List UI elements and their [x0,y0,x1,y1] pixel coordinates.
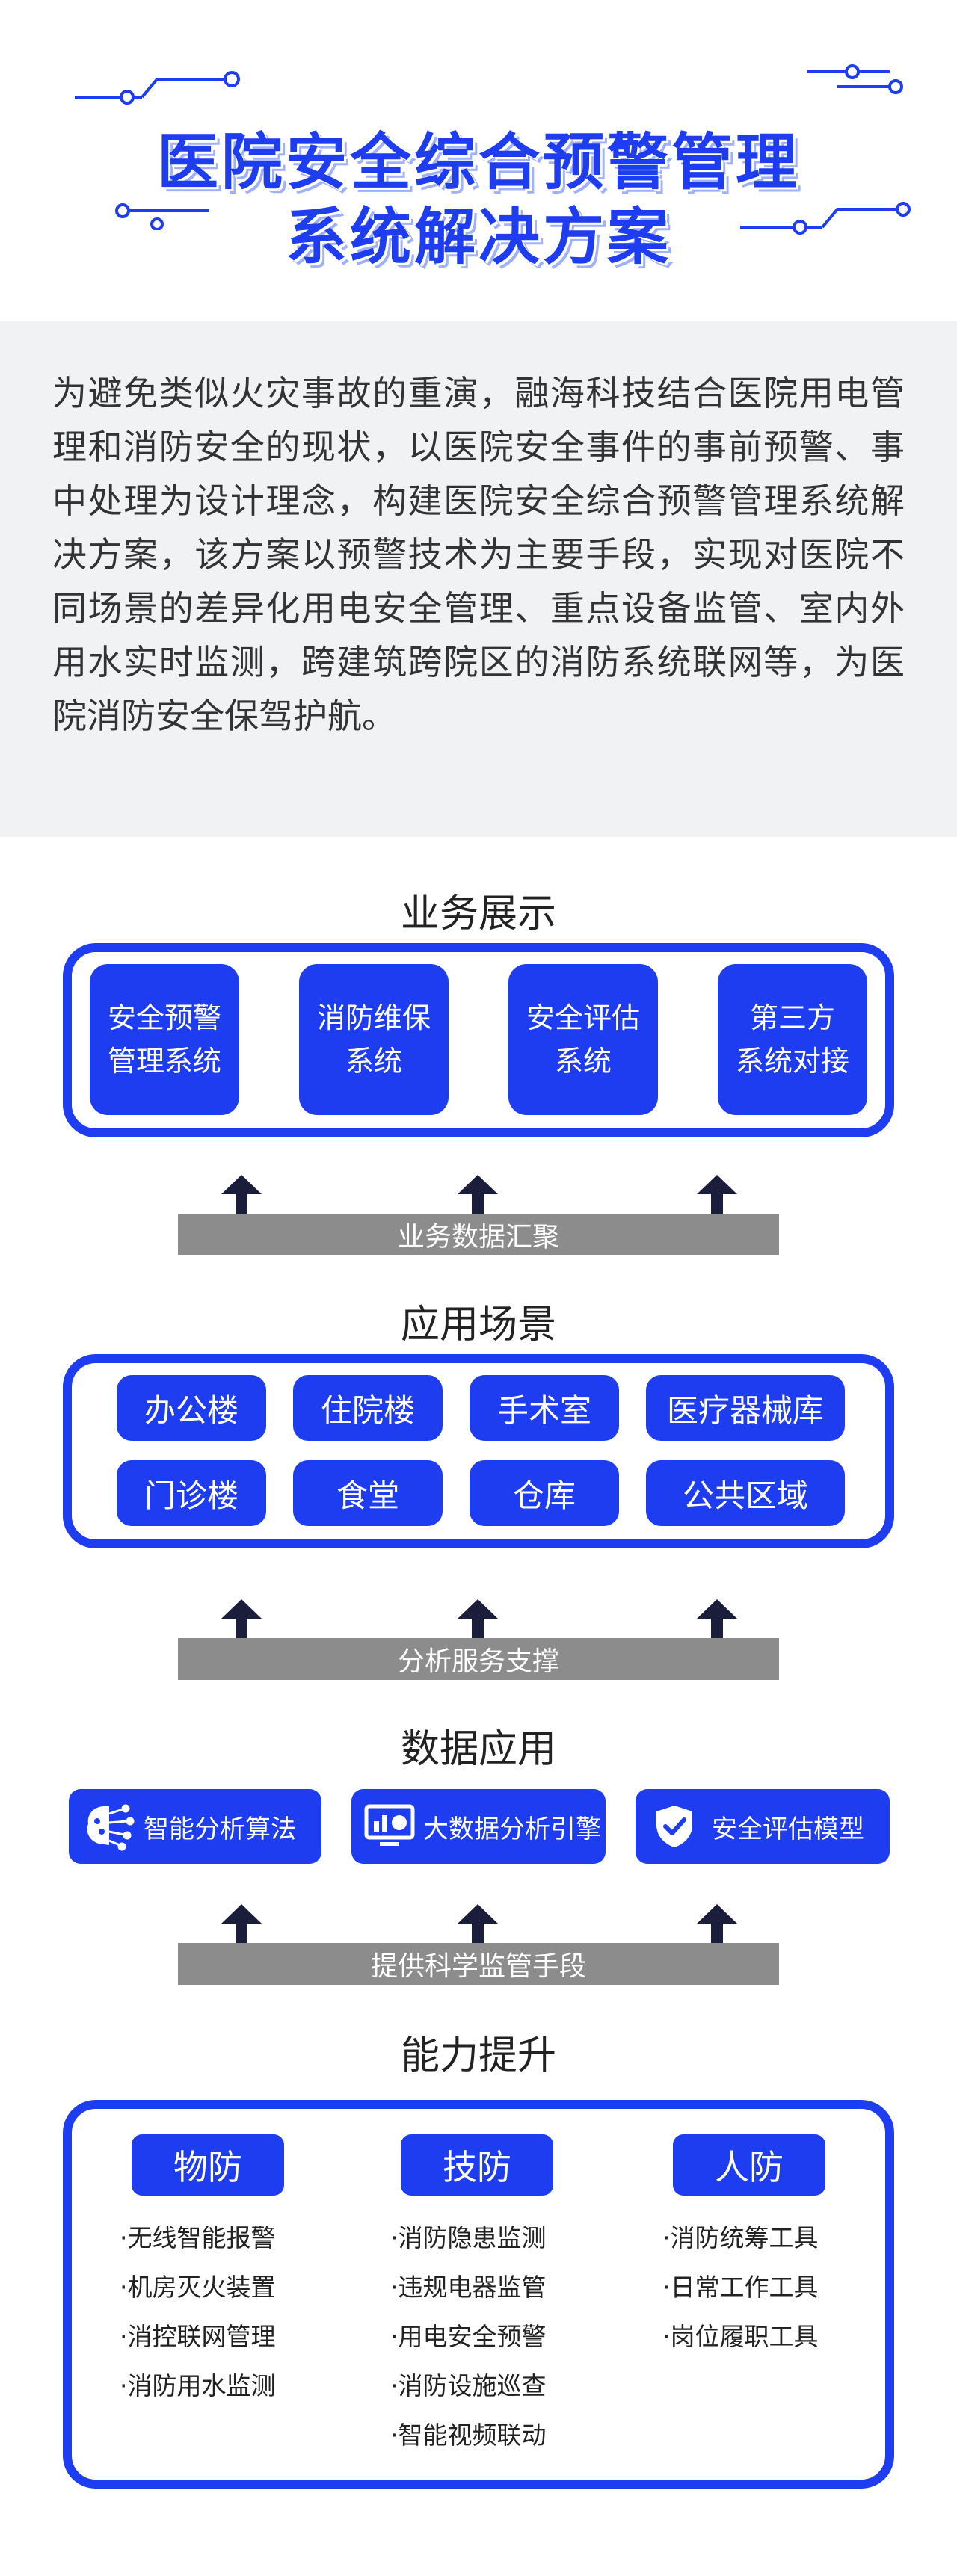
business-box-4-line2: 系统对接 [735,1045,849,1078]
business-box-3: 安全评估系统 [508,964,658,1115]
business-section-title: 业务展示 [400,892,556,936]
scene-operating-room: 手术室 [470,1375,619,1441]
ability-section-title: 能力提升 [400,2033,556,2078]
scene-public-area: 公共区域 [646,1460,845,1526]
circuit-decoration-right-bottom [740,202,911,235]
data-app-item-2: 大数据分析引擎 [351,1789,606,1864]
header: 医院安全综合预警管理 系统解决方案 [0,0,957,321]
data-app-item-3-label: 安全评估模型 [712,1814,864,1844]
data-app-item-2-label: 大数据分析引擎 [423,1814,601,1844]
data-app-item-1-label: 智能分析算法 [144,1814,296,1844]
intro-section: 为避免类似火灾事故的重演，融海科技结合医院用电管理和消防安全的现状，以医院安全事… [0,321,957,837]
scene-equipment-store: 医疗器械库 [646,1375,845,1441]
business-box-3-line1: 安全评估 [526,1001,640,1034]
scene-warehouse: 仓库 [470,1460,619,1526]
up-arrow-icon [221,1904,262,1946]
ability-head-human: 人防 [673,2134,825,2196]
shield-check-icon [656,1806,692,1847]
circuit-decoration-left-bottom [115,203,209,230]
business-box-1-line1: 安全预警 [107,1001,221,1034]
business-box-2-line2: 系统 [345,1045,402,1078]
business-box-4-line1: 第三方 [749,1001,835,1034]
supervision-means-bar: 提供科学监管手段 [178,1943,779,1985]
up-arrow-icon [458,1904,498,1946]
analysis-service-bar: 分析服务支撑 [178,1638,779,1680]
list-item: ·机房灭火装置 [120,2273,276,2302]
ability-head-physical: 物防 [132,2134,284,2196]
list-item: ·消防设施巡查 [390,2371,547,2400]
up-arrow-icon [458,1175,498,1217]
scenes-section-title: 应用场景 [400,1303,556,1347]
business-data-bar: 业务数据汇聚 [178,1214,779,1255]
ability-list-human: ·消防统筹工具 ·日常工作工具 ·岗位履职工具 [662,2214,819,2362]
scene-canteen: 食堂 [293,1460,443,1526]
list-item: ·违规电器监管 [390,2273,547,2302]
business-box-3-line2: 系统 [554,1045,612,1078]
business-box-4: 第三方系统对接 [718,964,867,1115]
up-arrow-icon [221,1175,262,1217]
up-arrow-icon [697,1599,737,1641]
scene-outpatient: 门诊楼 [117,1460,266,1526]
up-arrow-icon [458,1599,498,1641]
up-arrow-icon [697,1904,737,1946]
up-arrow-icon [697,1175,737,1217]
circuit-decoration-right-top [807,64,903,94]
data-app-item-1: 智能分析算法 [69,1789,321,1864]
data-app-item-3: 安全评估模型 [636,1789,890,1864]
list-item: ·智能视频联动 [390,2421,547,2450]
ability-list-physical: ·无线智能报警 ·机房灭火装置 ·消控联网管理 ·消防用水监测 [120,2214,276,2411]
circuit-decoration-left-top [75,71,240,105]
list-item: ·消防用水监测 [120,2371,276,2400]
business-box-2-line1: 消防维保 [316,1001,431,1034]
list-item: ·岗位履职工具 [662,2322,819,2351]
brain-circuit-icon [87,1804,135,1851]
list-item: ·日常工作工具 [662,2273,819,2302]
list-item: ·用电安全预警 [390,2322,547,2351]
business-box-2: 消防维保系统 [299,964,449,1115]
list-item: ·消控联网管理 [120,2322,276,2351]
monitor-chart-icon [364,1804,415,1846]
scene-inpatient: 住院楼 [293,1375,443,1441]
list-item: ·无线智能报警 [120,2223,276,2252]
data-app-section-title: 数据应用 [400,1727,556,1772]
intro-paragraph: 为避免类似火灾事故的重演，融海科技结合医院用电管理和消防安全的现状，以医院安全事… [52,373,905,736]
page-title-line2: 系统解决方案 [285,202,671,273]
ability-list-technical: ·消防隐患监测 ·违规电器监管 ·用电安全预警 ·消防设施巡查 ·智能视频联动 [390,2214,547,2460]
list-item: ·消防隐患监测 [390,2223,547,2252]
up-arrow-icon [221,1599,262,1641]
list-item: ·消防统筹工具 [662,2223,819,2252]
scene-office: 办公楼 [117,1375,266,1441]
page-title-line1: 医院安全综合预警管理 [156,127,800,198]
business-box-1: 安全预警管理系统 [90,964,239,1115]
ability-head-technical: 技防 [401,2134,553,2196]
business-box-1-line2: 管理系统 [107,1045,221,1078]
